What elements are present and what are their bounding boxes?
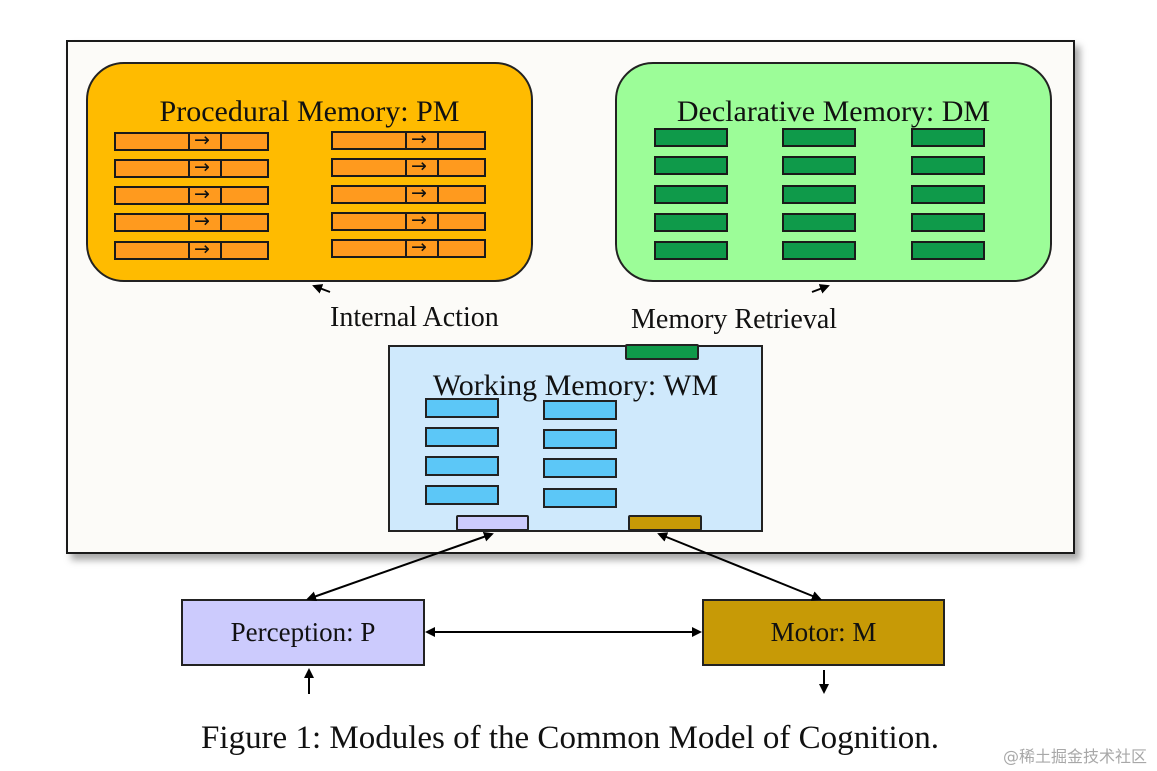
rule-arrow-icon: → [411,236,427,258]
perception-label: Perception: P [230,617,376,647]
dm-chunk [911,241,985,260]
dm-chunk [782,128,856,147]
working-memory-title: Working Memory: WM [432,369,719,402]
watermark: @稀土掘金技术社区 [1002,747,1147,766]
wm-chunk [425,398,499,418]
wm-chunk [543,458,617,478]
internal-action-arrow [312,284,331,294]
dm-chunk [782,156,856,175]
production-rule: → [114,156,269,178]
wm-chunk [543,400,617,420]
rule-arrow-icon: → [194,156,210,178]
perception-wm-arrow [306,531,494,602]
dm-chunk [654,128,728,147]
procedural-memory-module: Procedural Memory: PM → → → → → → → → → … [86,62,533,282]
retrieval-buffer [625,344,699,360]
rule-arrow-icon: → [411,209,427,231]
dm-chunk [782,213,856,232]
rule-arrow-icon: → [411,182,427,204]
working-memory-module: Working Memory: WM [388,345,763,532]
rule-arrow-icon: → [194,129,210,151]
declarative-memory-module: Declarative Memory: DM [615,62,1052,282]
dm-chunk [654,213,728,232]
production-rule: → [331,182,486,204]
motor-buffer [628,515,702,531]
production-rule: → [331,128,486,150]
dm-chunk [654,241,728,260]
dm-chunk [911,156,985,175]
rule-arrow-icon: → [194,210,210,232]
perception-module: Perception: P [181,599,425,666]
production-rule: → [331,155,486,177]
wm-chunk [543,488,617,508]
rule-arrow-icon: → [411,155,427,177]
memory-retrieval-label: Memory Retrieval [631,304,838,335]
dm-chunk [782,241,856,260]
dm-chunk [911,185,985,204]
production-rule: → [114,210,269,232]
procedural-memory-title: Procedural Memory: PM [159,95,460,128]
production-rule: → [114,183,269,205]
dm-chunk [782,185,856,204]
rule-arrow-icon: → [194,238,210,260]
motor-module: Motor: M [702,599,945,666]
dm-chunk [911,128,985,147]
internal-action-label: Internal Action [330,302,499,333]
rule-arrow-icon: → [194,183,210,205]
wm-chunk [425,456,499,476]
declarative-memory-title: Declarative Memory: DM [676,95,991,128]
motor-wm-arrow [657,532,822,601]
figure-caption: Figure 1: Modules of the Common Model of… [201,720,939,756]
production-rule: → [114,129,269,151]
rule-arrow-icon: → [411,128,427,150]
perceptual-buffer [456,515,529,531]
motor-label: Motor: M [770,617,877,647]
dm-chunk [654,185,728,204]
dm-chunk [911,213,985,232]
wm-chunk [425,427,499,447]
production-rule: → [331,209,486,231]
wm-chunk [425,485,499,505]
wm-chunk [543,429,617,449]
production-rule: → [114,238,269,260]
dm-chunk [654,156,728,175]
production-rule: → [331,236,486,258]
memory-retrieval-arrow [811,284,830,294]
